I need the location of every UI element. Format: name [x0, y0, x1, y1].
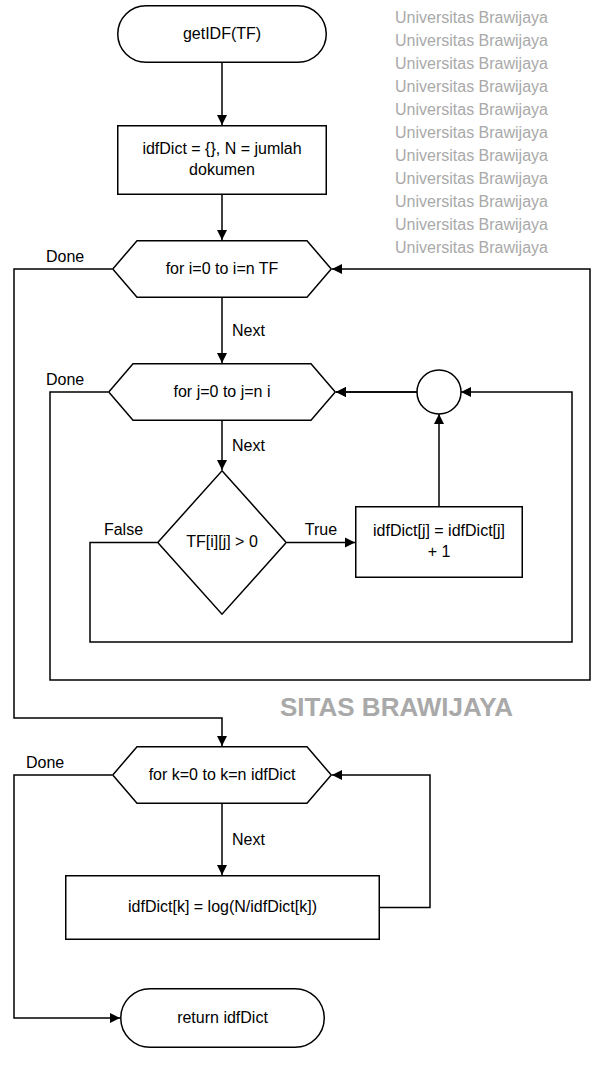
arrow-head: [217, 353, 227, 363]
flow-connector: [217, 63, 227, 125]
node-text: TF[i][j] > 0: [186, 532, 258, 553]
process-box-outline: [355, 506, 523, 578]
process-box: idfDict[k] = log(N/idfDict[k]): [65, 875, 380, 940]
text-block: idfDict[j] = idfDict[j] + 1: [369, 521, 509, 563]
shape-outline: [158, 471, 287, 615]
text-block: idfDict[k] = log(N/idfDict[k]): [128, 897, 317, 918]
watermark-text: Universitas Brawijaya: [395, 77, 548, 96]
loop-hexagon: for j=0 to j=n i: [108, 363, 336, 421]
text-block: TF[i][j] > 0: [186, 532, 258, 553]
decision-diamond: TF[i][j] > 0: [157, 470, 287, 615]
text-block: idfDict = {}, N = jumlah dokumen: [142, 139, 302, 181]
arrow-head: [217, 230, 227, 240]
arrow-head: [345, 538, 355, 548]
node-text: for j=0 to j=n i: [174, 382, 271, 403]
arrow-head: [217, 115, 227, 125]
arrow-head: [332, 770, 342, 780]
connector-line: [336, 392, 439, 506]
shape-outline: [356, 507, 523, 578]
flow-connector: [217, 421, 227, 470]
arrow-head: [217, 865, 227, 875]
connector-circle: [417, 370, 461, 414]
shape-outline: [118, 126, 327, 195]
edge-label: Next: [230, 830, 267, 849]
arrow-head: [110, 1013, 120, 1023]
edge-label: Next: [230, 321, 267, 340]
node-text: for i=0 to i=n TF: [166, 259, 279, 280]
shape-outline: [113, 241, 332, 298]
text-block: getIDF(TF): [183, 24, 261, 45]
arrow-head: [336, 387, 346, 397]
connector-line: [221, 804, 223, 875]
connector-line: [287, 542, 355, 544]
process-box: idfDict = {}, N = jumlah dokumen: [117, 125, 327, 195]
edge-label: Done: [44, 370, 86, 389]
edge-label: Done: [24, 753, 66, 772]
watermark-text: Universitas Brawijaya: [395, 215, 548, 234]
shape-outline: [113, 747, 332, 804]
watermark-text: Universitas Brawijaya: [395, 54, 548, 73]
start-terminal: getIDF(TF): [117, 5, 327, 63]
flow-connector: [50, 264, 590, 680]
watermark-text: Universitas Brawijaya: [395, 146, 548, 165]
watermark-text: SITAS BRAWIJAYA: [280, 692, 513, 723]
node-text: return idfDict: [177, 1008, 268, 1029]
flow-connector: [90, 387, 572, 642]
flow-connector: [336, 387, 444, 506]
node-text: idfDict[k] = log(N/idfDict[k]): [128, 897, 317, 918]
process-box: idfDict[j] = idfDict[j] + 1: [355, 506, 523, 578]
watermark-text: Universitas Brawijaya: [395, 8, 548, 27]
text-block: for j=0 to j=n i: [174, 382, 271, 403]
watermark-text: Universitas Brawijaya: [395, 123, 548, 142]
node-text: getIDF(TF): [183, 24, 261, 45]
node-text: for k=0 to k=n idfDict: [149, 765, 296, 786]
flow-connector: [217, 804, 227, 875]
edge-label: True: [303, 520, 339, 539]
node-text: idfDict[j] = idfDict[j] + 1: [369, 521, 509, 563]
edge-label: Done: [44, 247, 86, 266]
arrow-head: [434, 414, 444, 424]
end-terminal: return idfDict: [120, 988, 325, 1048]
connector-line: [90, 392, 572, 642]
process-box-outline: [117, 125, 327, 195]
watermark-text: Universitas Brawijaya: [395, 238, 548, 257]
loop-hexagon: for k=0 to k=n idfDict: [112, 746, 332, 804]
watermark-text: Universitas Brawijaya: [395, 31, 548, 50]
shape-outline: [118, 6, 327, 63]
watermark-text: Universitas Brawijaya: [395, 192, 548, 211]
arrow-head: [217, 736, 227, 746]
flow-connector: [217, 195, 227, 240]
node-text: idfDict = {}, N = jumlah dokumen: [142, 139, 302, 181]
arrow-head: [336, 387, 346, 397]
loop-hexagon: for i=0 to i=n TF: [112, 240, 332, 298]
shape-outline: [109, 364, 336, 421]
watermark-text: Universitas Brawijaya: [395, 169, 548, 188]
watermark-text: Universitas Brawijaya: [395, 100, 548, 119]
arrow-head: [461, 387, 471, 397]
shape-outline: [121, 989, 325, 1048]
shape-outline: [66, 876, 380, 940]
connector-line: [50, 269, 590, 680]
text-block: for i=0 to i=n TF: [166, 259, 279, 280]
text-block: for k=0 to k=n idfDict: [149, 765, 296, 786]
text-block: return idfDict: [177, 1008, 268, 1029]
arrow-head: [332, 264, 342, 274]
arrow-head: [217, 460, 227, 470]
flow-connector: [217, 298, 227, 363]
edge-label: Next: [230, 436, 267, 455]
edge-label: False: [102, 520, 145, 539]
